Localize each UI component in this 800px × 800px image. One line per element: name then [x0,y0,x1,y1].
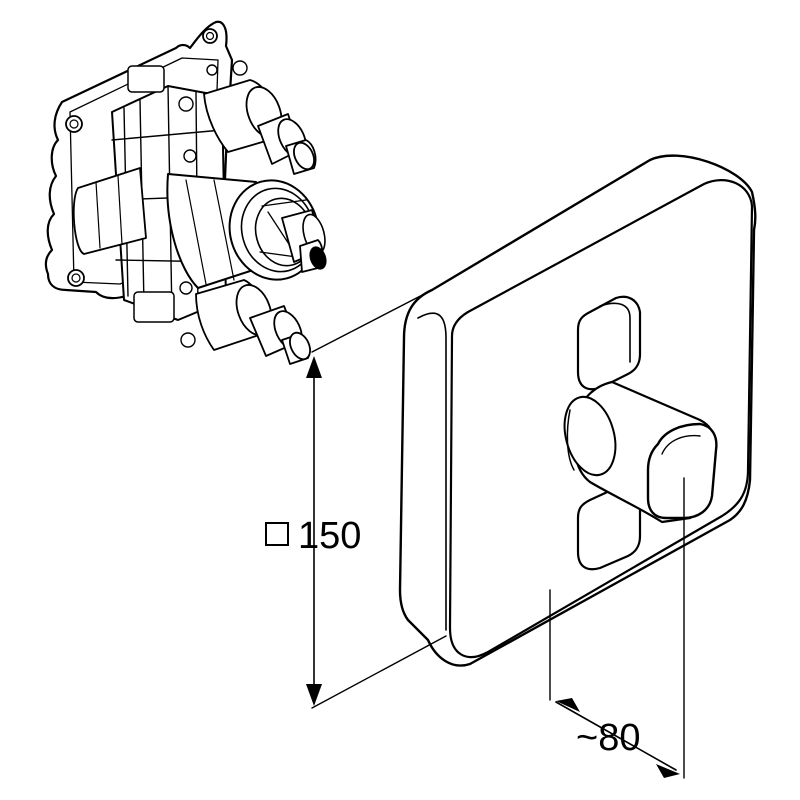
square-symbol [265,522,289,546]
mounting-hole [65,115,83,133]
arrowhead-down [306,684,322,706]
mixing-cartridge [166,173,327,289]
arrowhead-left [556,698,580,712]
mounting-hole [202,28,218,44]
arrowhead-up [306,356,322,378]
depth-dimension: ~80 [549,477,685,779]
arrowhead-right [656,764,680,778]
height-dimension-value: 150 [298,515,361,557]
mounting-hole [67,269,85,287]
height-dimension: 150 [265,289,447,709]
upper-outlet [203,79,317,175]
cartridge-spindle [309,246,327,270]
trim-plate-assembly [398,154,757,667]
concealed-valve-body [44,20,327,365]
depth-dimension-value: ~80 [576,717,640,759]
handle-wing-upper [576,295,642,391]
depth-dimension-line [555,701,677,771]
control-knob [563,380,718,524]
lower-outlet [195,279,311,365]
